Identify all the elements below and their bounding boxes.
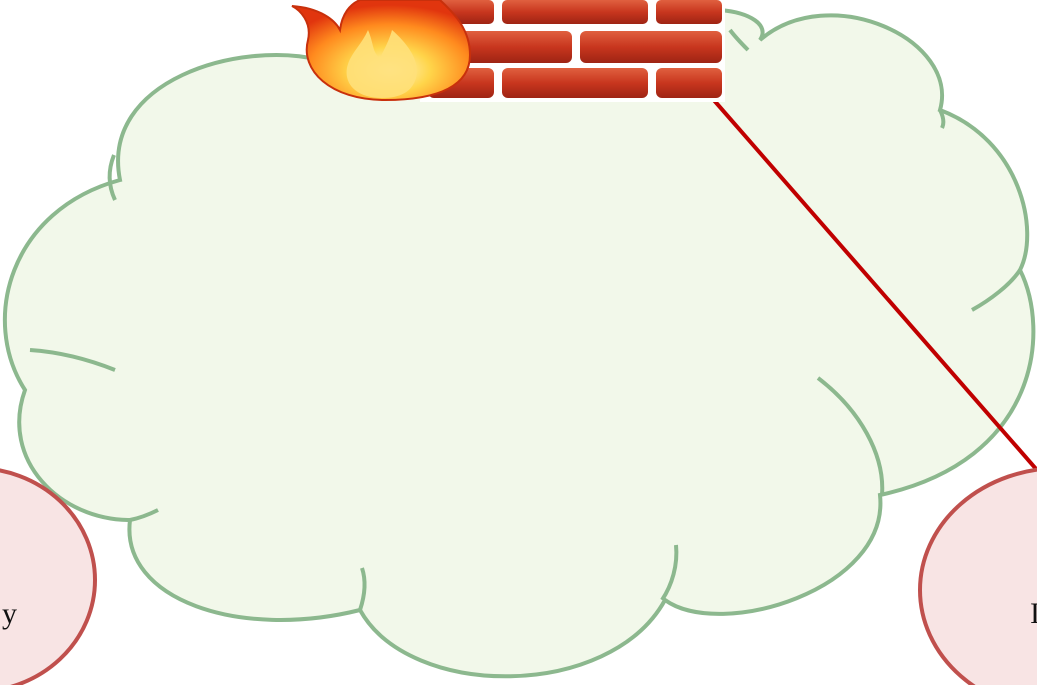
firewall-icon[interactable] — [292, 0, 725, 102]
brick — [580, 31, 722, 63]
right-node[interactable]: I — [920, 468, 1037, 685]
brick — [656, 68, 722, 98]
cloud-body — [5, 10, 1034, 677]
right-node-ellipse — [920, 468, 1037, 685]
brick — [502, 0, 648, 24]
brick — [656, 0, 722, 24]
right-node-label: I — [1030, 597, 1037, 630]
left-node-label: y — [2, 597, 17, 630]
brick — [502, 68, 648, 98]
cloud-shape — [5, 10, 1034, 677]
cloud-arc — [110, 155, 115, 200]
